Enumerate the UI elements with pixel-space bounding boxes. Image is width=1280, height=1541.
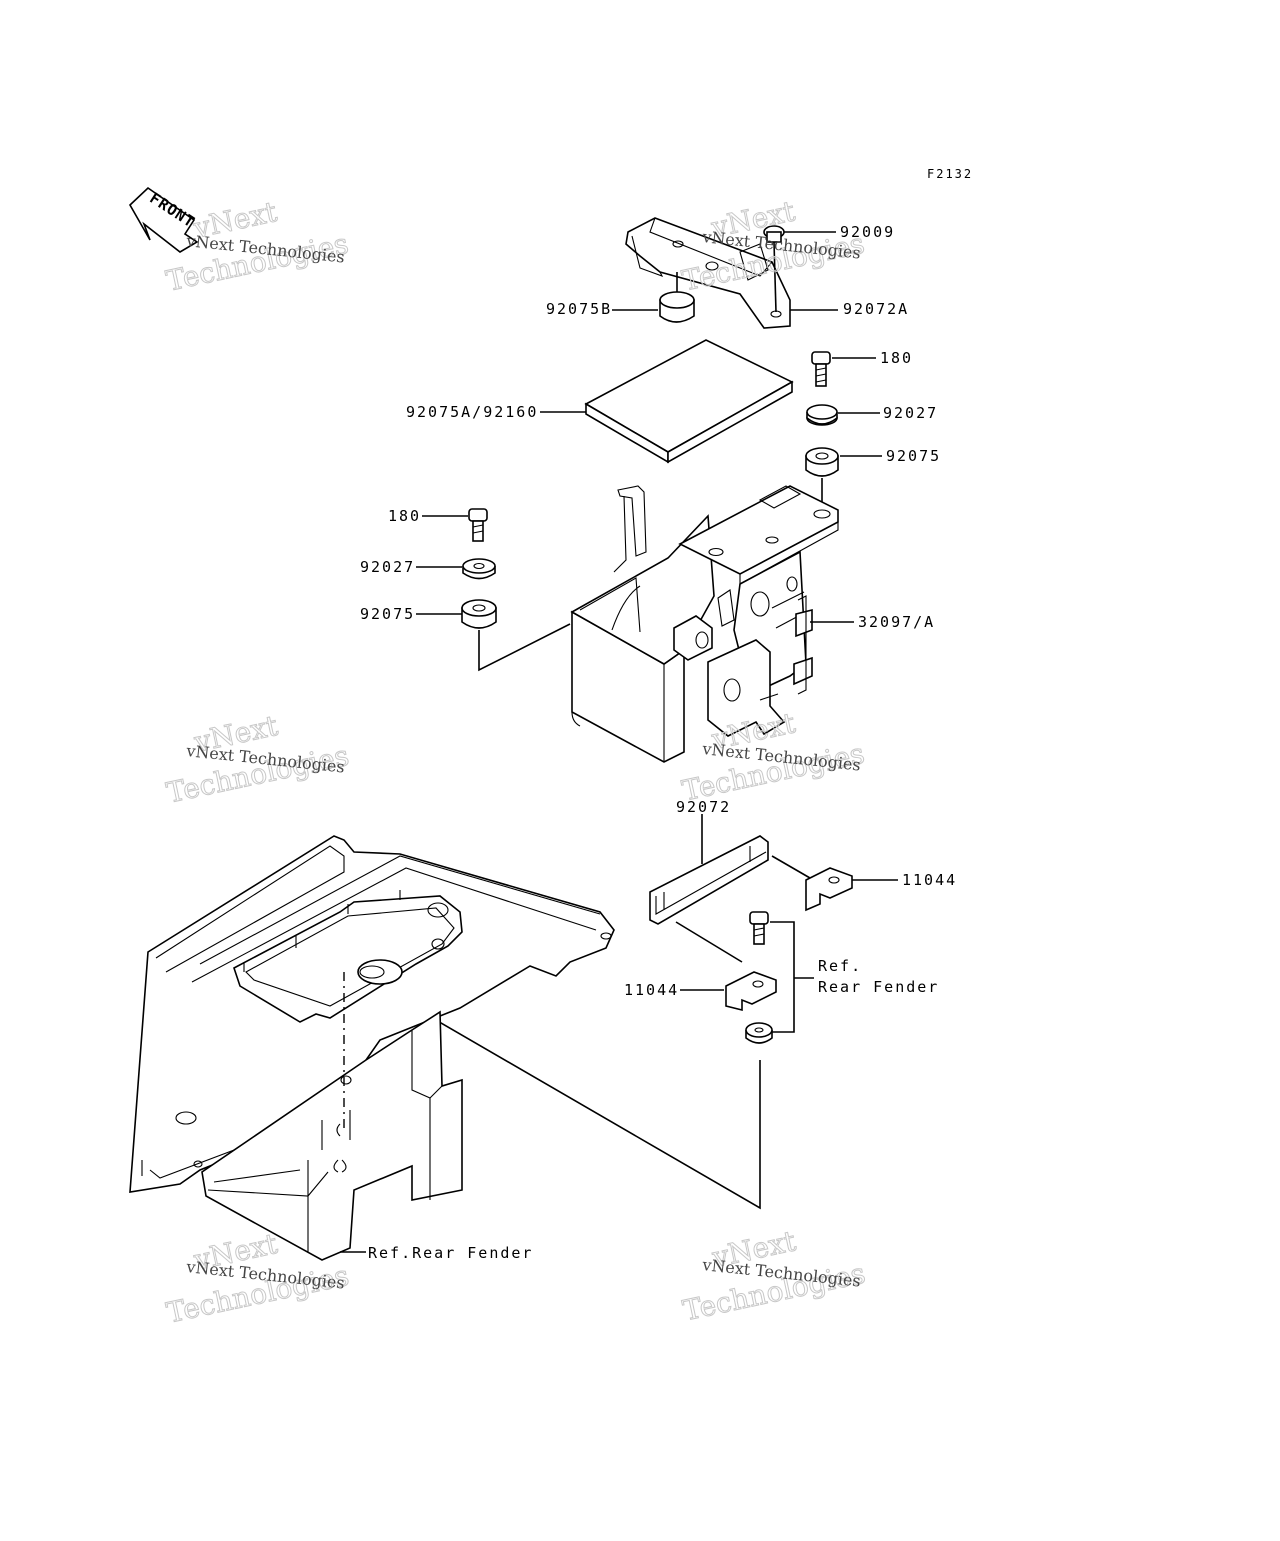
label-92075A-92160: 92075A/92160	[406, 403, 538, 421]
bolt-180-top	[811, 351, 831, 387]
label-92075-left: 92075	[360, 605, 415, 623]
washer-92027-left	[462, 558, 496, 580]
label-92027-right: 92027	[883, 404, 938, 422]
washer-92027-right	[806, 404, 838, 426]
bolt-92009	[763, 225, 785, 313]
label-11044-left: 11044	[624, 981, 679, 999]
label-ref-line1: Ref.	[818, 957, 862, 975]
label-ref-rear-fender: Ref.Rear Fender	[368, 1244, 533, 1262]
figure-code: F2132	[927, 167, 973, 181]
rubber-92075B	[659, 272, 695, 323]
battery-case	[570, 485, 839, 763]
label-92075-right: 92075	[886, 447, 941, 465]
label-92072A: 92072A	[843, 300, 909, 318]
battery-pad	[584, 339, 794, 464]
nut-lower	[745, 1022, 773, 1044]
label-92027-left: 92027	[360, 558, 415, 576]
bolt-lower	[749, 911, 769, 945]
label-92072: 92072	[676, 798, 731, 816]
label-11044-right: 11044	[902, 871, 957, 889]
rear-fender	[129, 835, 615, 1261]
battery-strap	[649, 814, 769, 925]
label-92075B: 92075B	[546, 300, 612, 318]
clip-11044-right	[805, 867, 853, 912]
label-92009: 92009	[840, 223, 895, 241]
grommet-92075-left	[461, 599, 497, 629]
clip-11044-left	[725, 971, 777, 1012]
label-ref-line2: Rear Fender	[818, 978, 939, 996]
label-180-top: 180	[880, 349, 913, 367]
label-32097A: 32097/A	[858, 613, 935, 631]
bolt-180-left	[468, 508, 488, 542]
label-180-left: 180	[388, 507, 421, 525]
